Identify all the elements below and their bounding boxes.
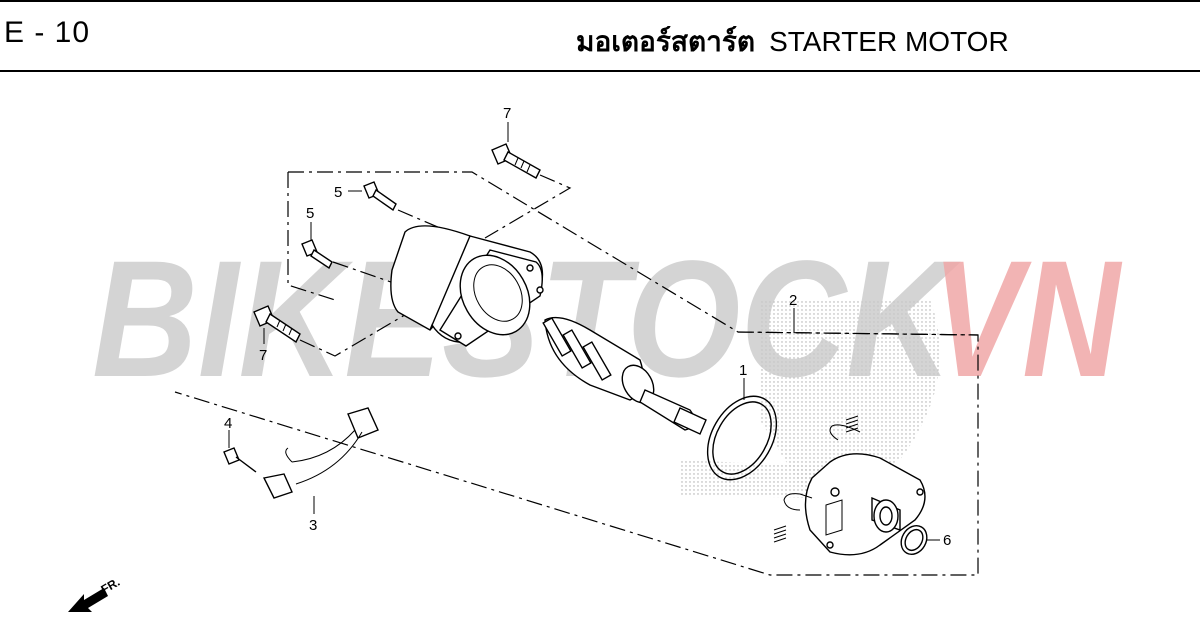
front-direction-arrow-icon	[68, 588, 108, 612]
end-cover	[773, 415, 926, 556]
page-code: E - 10	[4, 16, 91, 49]
callout-2: 2	[789, 292, 797, 309]
callout-7-top: 7	[503, 105, 511, 122]
title-thai: มอเตอร์สตาร์ต	[576, 26, 756, 57]
watermark-right: VN	[932, 227, 1123, 412]
leader-lines	[228, 122, 940, 541]
callout-5-top: 5	[334, 184, 342, 201]
motor-case	[390, 225, 544, 347]
bolt-7-bottom	[253, 305, 301, 344]
callout-1: 1	[739, 362, 747, 379]
screw-5-middle	[301, 239, 333, 270]
alignment-lines	[299, 174, 572, 357]
armature	[542, 316, 707, 435]
callout-4: 4	[224, 415, 232, 432]
screw-4	[223, 447, 257, 473]
callout-5-middle: 5	[306, 205, 314, 222]
callout-7-bottom: 7	[259, 347, 267, 364]
screw-5-top	[363, 181, 397, 212]
o-ring	[706, 395, 778, 481]
small-o-ring	[900, 524, 928, 556]
cable-harness	[262, 407, 379, 499]
title-english: STARTER MOTOR	[769, 26, 1009, 57]
bolt-7-top	[491, 143, 541, 179]
spring	[773, 415, 859, 543]
page-header: E - 10 มอเตอร์สตาร์ต STARTER MOTOR	[0, 0, 1200, 72]
assembly-outline	[174, 171, 979, 576]
callout-6: 6	[943, 532, 951, 549]
front-direction-indicator: FR.	[68, 575, 122, 612]
page-title: มอเตอร์สตาร์ต STARTER MOTOR	[576, 20, 1009, 64]
callout-3: 3	[309, 517, 317, 534]
